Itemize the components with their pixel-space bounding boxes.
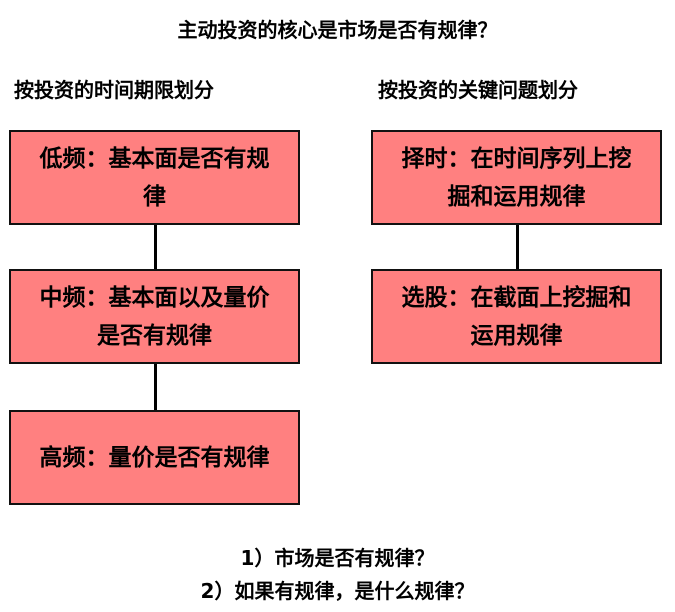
mid-frequency-box: 中频：基本面以及量价是否有规律 [9,269,300,364]
question-1: 1）市场是否有规律？ [240,546,435,570]
high-frequency-box: 高频：量价是否有规律 [9,410,300,505]
connector-line [516,225,519,269]
connector-line [154,364,157,410]
low-frequency-box: 低频：基本面是否有规律 [9,130,300,225]
timing-box: 择时：在时间序列上挖掘和运用规律 [371,130,662,225]
left-heading: 按投资的时间期限划分 [14,78,214,102]
diagram-title: 主动投资的核心是市场是否有规律？ [177,18,498,42]
right-heading: 按投资的关键问题划分 [378,78,578,102]
question-2: 2）如果有规律，是什么规律？ [200,579,475,603]
stock-selection-box: 选股：在截面上挖掘和运用规律 [371,269,662,364]
connector-line [154,225,157,269]
